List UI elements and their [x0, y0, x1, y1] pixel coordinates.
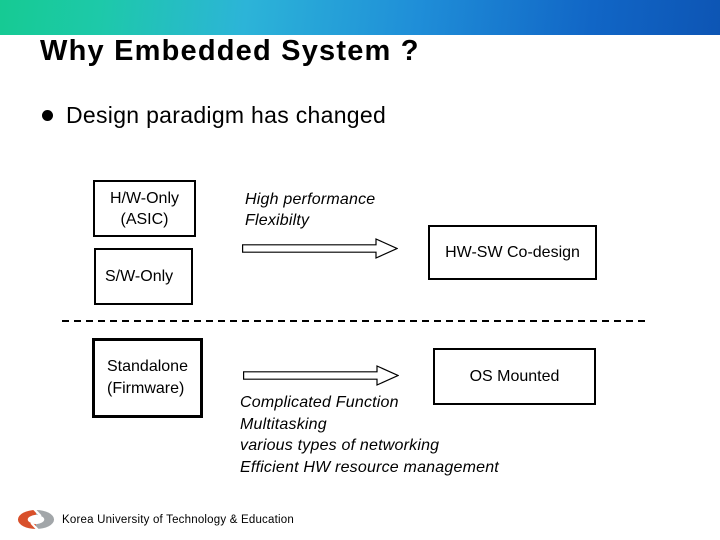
- bullet-item: Design paradigm has changed: [42, 103, 386, 127]
- box-hw-only-label-line2: (ASIC): [120, 210, 169, 228]
- bullet-item-label: Design paradigm has changed: [66, 102, 387, 128]
- annotation-bottom: Complicated Function Multitasking variou…: [240, 392, 499, 478]
- dashed-divider: [62, 320, 648, 322]
- annotation-bottom-line1: Complicated Function: [240, 394, 399, 411]
- box-sw-only-label: S/W-Only: [105, 268, 174, 285]
- box-hw-sw-codesign: HW-SW Co-design: [428, 225, 597, 280]
- box-sw-only: S/W-Only: [94, 248, 193, 305]
- annotation-top-line1: High performance: [245, 191, 376, 208]
- box-hw-sw-codesign-label: HW-SW Co-design: [445, 244, 580, 261]
- footer: Korea University of Technology & Educati…: [17, 509, 294, 530]
- annotation-top-line2: Flexibilty: [245, 212, 310, 229]
- footer-affiliation-text: Korea University of Technology & Educati…: [62, 513, 294, 526]
- annotation-bottom-line2: Multitasking: [240, 415, 327, 433]
- annotation-top: High performance Flexibilty: [245, 189, 375, 231]
- box-hw-only-label-line1: H/W-Only: [109, 189, 180, 207]
- box-standalone-label-line2: (Firmware): [107, 380, 185, 397]
- university-logo-icon: [17, 509, 55, 530]
- page-title: Why Embedded System ?: [40, 35, 420, 67]
- box-os-mounted: OS Mounted: [433, 348, 596, 405]
- box-standalone-label-line1: Standalone: [107, 358, 188, 375]
- bullet-icon: [42, 109, 53, 121]
- annotation-bottom-line3: various types of networking: [240, 437, 440, 454]
- box-os-mounted-label: OS Mounted: [469, 368, 560, 385]
- box-standalone: Standalone (Firmware): [92, 338, 203, 418]
- header-gradient-bar: [0, 0, 720, 35]
- box-hw-only: H/W-Only (ASIC): [93, 180, 196, 237]
- right-arrow-bottom-icon: [243, 365, 399, 386]
- annotation-bottom-line4: Efficient HW resource management: [240, 458, 499, 476]
- right-arrow-top-icon: [242, 238, 398, 259]
